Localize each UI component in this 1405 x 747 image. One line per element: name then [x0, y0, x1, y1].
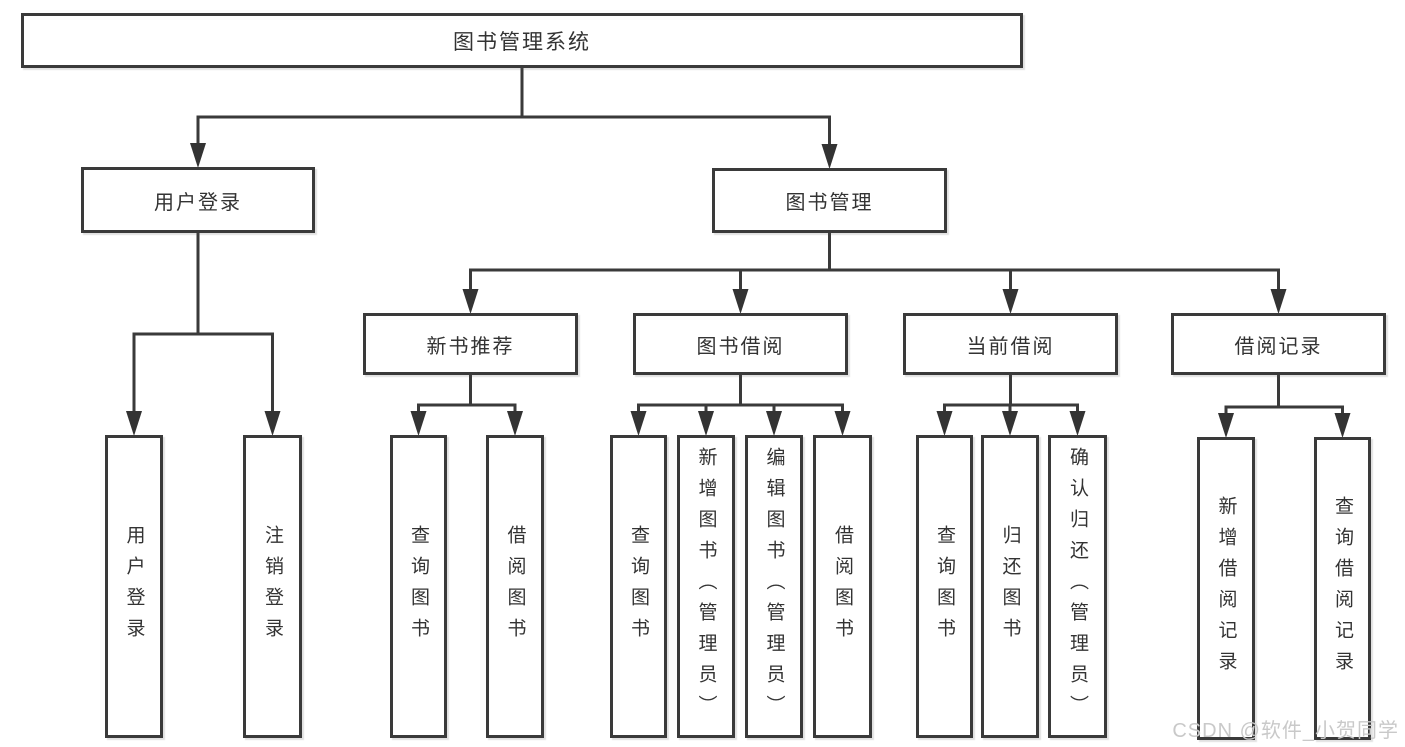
diagram-node-book-mgmt: 图书管理 — [712, 168, 947, 233]
diagram-node-leaf-query-book-3: 查询图书 — [916, 435, 973, 738]
diagram-node-new-book-rec: 新书推荐 — [363, 313, 578, 375]
diagram-node-leaf-return-book: 归还图书 — [981, 435, 1039, 738]
watermark: CSDN @软件_小贺同学 — [1172, 720, 1399, 742]
diagram-node-leaf-borrow-book-2: 借阅图书 — [813, 435, 872, 738]
diagram-node-leaf-query-book-2: 查询图书 — [610, 435, 667, 738]
diagram-node-leaf-add-book: 新增图书（管理员） — [677, 435, 735, 738]
diagram-node-current-borrow: 当前借阅 — [903, 313, 1118, 375]
diagram-node-leaf-borrow-book-1: 借阅图书 — [486, 435, 544, 738]
diagram-node-leaf-edit-book: 编辑图书（管理员） — [745, 435, 803, 738]
diagram-node-root: 图书管理系统 — [21, 13, 1023, 68]
diagram-node-leaf-query-record: 查询借阅记录 — [1314, 437, 1371, 740]
diagram-node-leaf-user-login: 用户登录 — [105, 435, 163, 738]
diagram-node-user-login: 用户登录 — [81, 167, 315, 233]
diagram-node-book-borrow: 图书借阅 — [633, 313, 848, 375]
diagram-node-leaf-query-book-1: 查询图书 — [390, 435, 447, 738]
diagram-node-leaf-confirm-return: 确认归还（管理员） — [1048, 435, 1107, 738]
diagram-node-leaf-add-record: 新增借阅记录 — [1197, 437, 1255, 740]
diagram-node-leaf-logout: 注销登录 — [243, 435, 302, 738]
diagram-node-borrow-records: 借阅记录 — [1171, 313, 1386, 375]
